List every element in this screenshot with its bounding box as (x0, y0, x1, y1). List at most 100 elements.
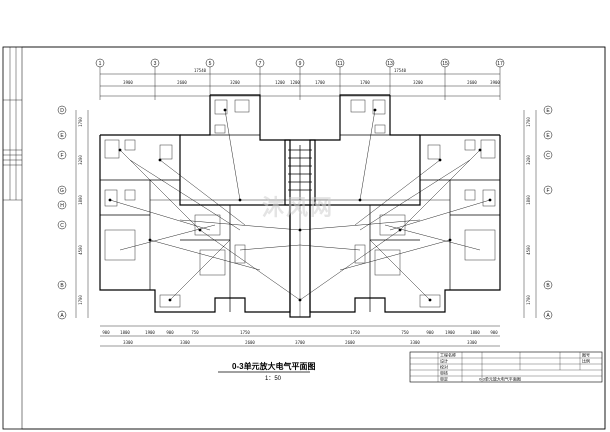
dimension-segment: 1700 (78, 117, 83, 127)
left-axis-bubble-B: B (57, 280, 67, 290)
dimension-segment: 1800 (526, 195, 531, 205)
axis-label: 15 (442, 61, 448, 67)
title-block-cell: 比例 (582, 358, 590, 364)
wiring-runs (109, 109, 491, 317)
dimension-segment: 1800 (470, 330, 480, 335)
title-block (409, 351, 603, 383)
side-dimension-text: 1700 3200 1800 4500 1700 1700 3200 1800 4500 1700 (78, 117, 531, 305)
axis-label: 9 (299, 61, 302, 67)
dimension-segment: 1700 (360, 80, 370, 85)
watermark-text: 沐风网 (262, 195, 334, 220)
bottom-dimension-text: 900 1800 1900 900 750 1750 1750 750 900 1900 1800 9… (102, 330, 498, 345)
dimension-segment: 900 (102, 330, 110, 335)
dimension-segment: 1700 (526, 117, 531, 127)
dimension-segment: 750 (191, 330, 199, 335)
left-axis-bubble-H: H (57, 200, 67, 210)
axis-label: 3 (154, 61, 157, 67)
interior-partitions (100, 134, 500, 312)
drawing-scale: 1：50 (265, 376, 282, 382)
axis-label: 5 (209, 61, 212, 67)
title-block-cell: 审核 (440, 370, 448, 376)
dimension-segment: 1800 (120, 330, 130, 335)
title-block-cell: 工程名称 (440, 352, 456, 358)
dimension-segment: 3200 (230, 80, 240, 85)
right-axis-bubble-E: E (543, 105, 553, 115)
axis-bubble-17: 17 (495, 58, 505, 100)
dimension-segment: 3900 (490, 80, 500, 85)
axis-label: 1 (99, 61, 102, 67)
axis-label: F (60, 153, 63, 159)
axis-bubble-5: 5 (205, 58, 215, 100)
dimension-segment: 3200 (78, 155, 83, 165)
axis-label: A (60, 313, 64, 319)
title-block-cell: 设计 (440, 358, 448, 364)
dimension-segment: 1750 (240, 330, 250, 335)
axis-label: C (546, 153, 550, 159)
dimension-overall: 17540 (194, 68, 207, 73)
left-axis-bubble-D: D (57, 105, 67, 115)
axis-bubble-13: 13 (385, 58, 395, 100)
title-block-cell: 审定 (440, 376, 448, 382)
dimension-segment: 4500 (526, 245, 531, 255)
dimension-segment: 4500 (78, 245, 83, 255)
dimension-segment: 900 (166, 330, 174, 335)
axis-label: 7 (259, 61, 262, 67)
dimension-overall: 3300 (410, 340, 420, 345)
axis-label: 13 (387, 61, 393, 67)
axis-bubble-15: 15 (440, 58, 450, 100)
axis-label: A (546, 313, 550, 319)
dimension-segment: 1200 (275, 80, 285, 85)
axis-bubble-3: 3 (150, 58, 160, 100)
title-block-cell: 0-3单元放大电气平面图 (479, 376, 521, 382)
binding-strip (3, 47, 22, 201)
bottom-dimension-lines (100, 325, 500, 347)
dimension-segment: 750 (401, 330, 409, 335)
dimension-segment: 900 (426, 330, 434, 335)
right-axis-bubble-B: B (543, 280, 553, 290)
axis-bubble-7: 7 (255, 58, 265, 100)
axis-label: D (60, 108, 64, 114)
axis-label: H (60, 203, 64, 209)
axis-bubble-11: 11 (335, 58, 345, 100)
axis-label: E (546, 133, 550, 139)
dimension-segment: 1700 (526, 295, 531, 305)
dimension-segment: 1700 (78, 295, 83, 305)
dimension-segment: 1750 (350, 330, 360, 335)
axis-label: B (546, 283, 550, 289)
right-axis-bubble-E: E (543, 130, 553, 140)
dimension-overall: 3300 (123, 340, 133, 345)
axis-label: B (60, 283, 64, 289)
dimension-overall: 2600 (345, 340, 355, 345)
axis-label: E (60, 133, 64, 139)
drawing-inner-frame (21, 46, 606, 430)
axis-label: C (60, 223, 64, 229)
axis-label: F (546, 188, 549, 194)
axis-bubble-1: 1 (95, 58, 105, 100)
axis-label: 11 (337, 61, 342, 67)
side-axis-bubbles: D E F G H C B A E E C F B A (57, 105, 553, 320)
side-dimension-lines (75, 110, 537, 318)
dimension-segment: 3200 (526, 155, 531, 165)
dimension-segment: 1900 (445, 330, 455, 335)
left-axis-bubble-G: G (57, 185, 67, 195)
top-dimension-lines (100, 73, 500, 97)
title-block-cell: 校对 (440, 364, 448, 370)
right-axis-bubble-C: C (543, 150, 553, 160)
dimension-segment: 2600 (467, 80, 477, 85)
dimension-segment: 1900 (145, 330, 155, 335)
dimension-overall: 3300 (467, 340, 477, 345)
dimension-segment: 1800 (78, 195, 83, 205)
dimension-segment: 3900 (123, 80, 133, 85)
dimension-segment: 900 (490, 330, 498, 335)
axis-bubble-9: 9 (295, 58, 305, 100)
dimension-segment: 3200 (413, 80, 423, 85)
right-axis-bubble-F: F (543, 185, 553, 195)
drawing-title: 0-3单元放大电气平面图 (232, 361, 316, 371)
dimension-segment: 1200 (290, 80, 300, 85)
dimension-overall: 3300 (180, 340, 190, 345)
left-axis-bubble-E: E (57, 130, 67, 140)
